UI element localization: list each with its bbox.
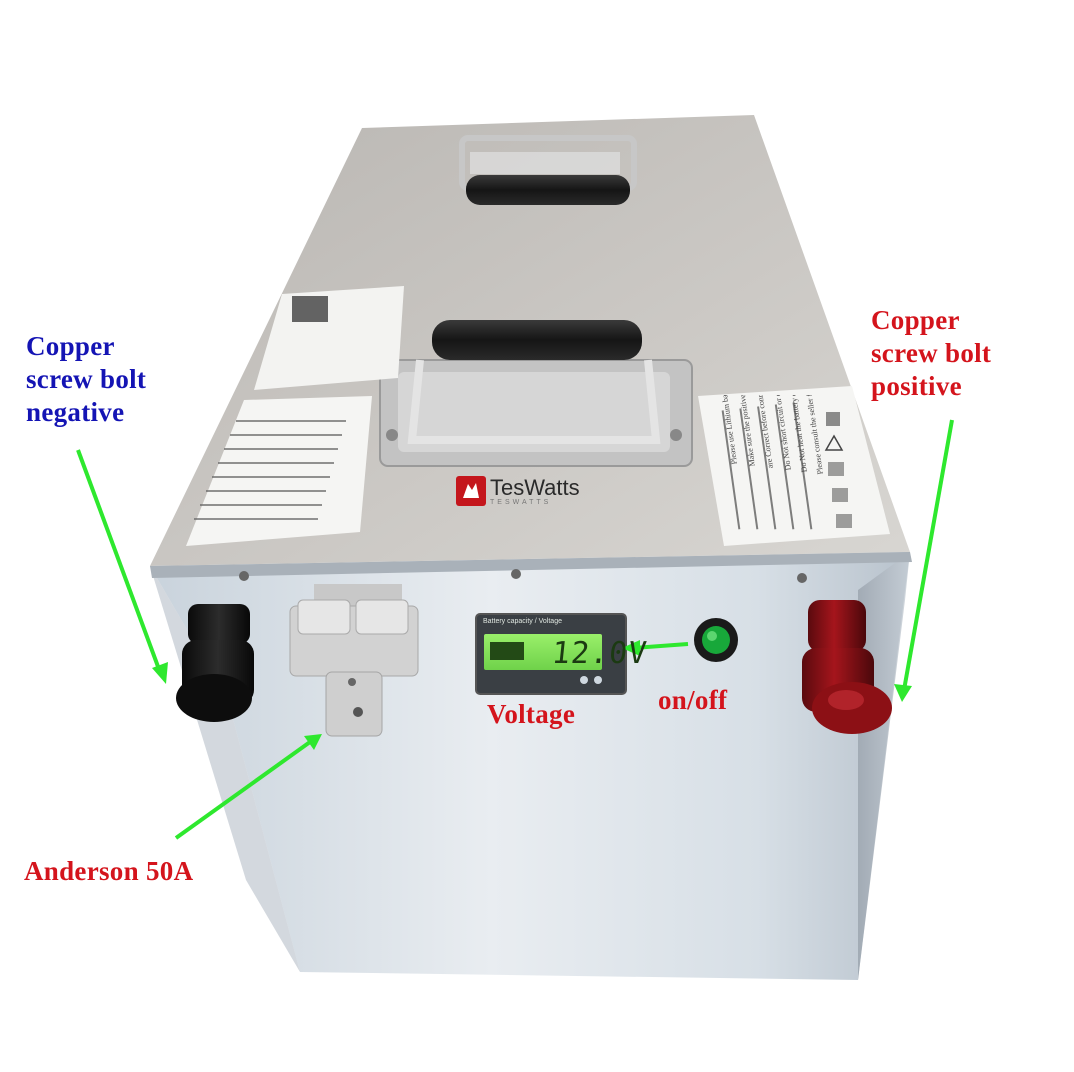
brand-name: TesWatts	[490, 474, 580, 500]
brand-sub: TESWATTS	[490, 498, 552, 506]
negative-terminal	[176, 604, 254, 722]
power-button	[694, 618, 738, 662]
onoff-label: on/off	[658, 685, 728, 715]
sticker-right-text: Please use Lithium batteries safely! Mak…	[714, 395, 825, 475]
positive-label: Copper screw bolt positive	[871, 305, 992, 401]
display-value: 12.0V	[550, 636, 650, 671]
dragon-logo-icon	[456, 476, 486, 506]
brand-logo: TesWatts TESWATTS	[456, 476, 580, 506]
sticker-right-safety	[698, 386, 890, 546]
display-title: Battery capacity / Voltage	[483, 618, 562, 625]
sticker-left-specs	[186, 396, 372, 546]
front-handle	[379, 320, 693, 467]
anderson-label: Anderson 50A	[24, 856, 194, 886]
negative-label: Copper screw bolt negative	[26, 331, 147, 427]
positive-terminal	[802, 600, 892, 734]
sticker-qr	[254, 286, 404, 390]
recycle-icon	[826, 412, 840, 426]
warning-icon	[824, 434, 844, 451]
anderson-connector	[289, 584, 419, 737]
rear-handle	[459, 135, 637, 205]
voltage-label: Voltage	[487, 699, 576, 729]
arrow-icon	[76, 419, 954, 840]
voltage-display	[475, 613, 627, 695]
